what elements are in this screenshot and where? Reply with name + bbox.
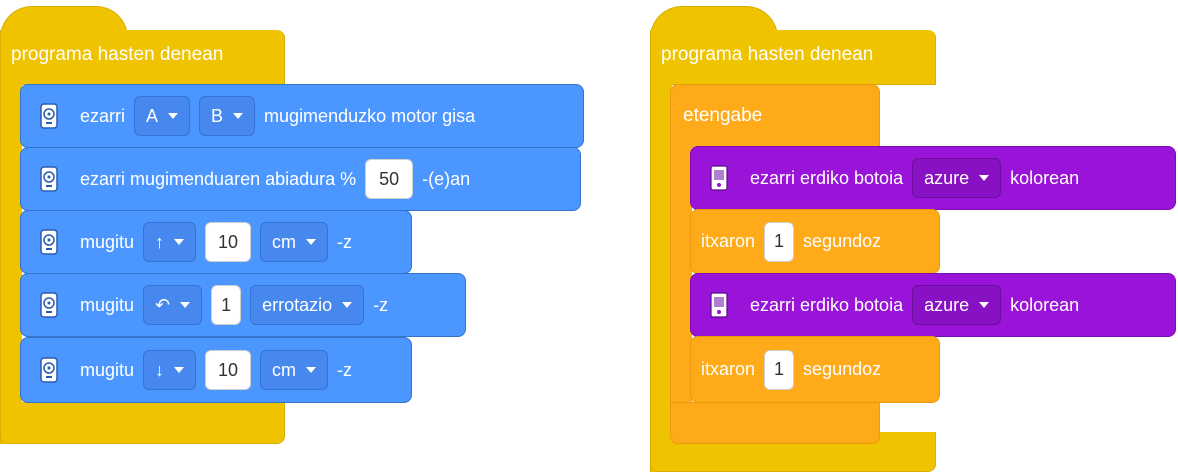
chevron-down-icon [174,367,185,373]
distance-input[interactable]: 1 [211,285,242,325]
set-center-button-light-block[interactable]: ezarri erdiko botoia azure kolorean [690,273,1176,337]
wait-block[interactable]: itxaron 1 segundoz [690,336,940,403]
chevron-down-icon [979,302,990,308]
move-block[interactable]: mugitu ↑ 10 cm -z [20,210,412,274]
block-text: -z [373,294,389,315]
block-text: ezarri [80,105,126,126]
color-dropdown[interactable]: azure [912,285,1002,325]
block-text: kolorean [1010,167,1080,188]
forever-arm [670,146,692,404]
set-center-button-light-block[interactable]: ezarri erdiko botoia azure kolorean [690,146,1176,210]
hat-stack-arm [650,84,672,472]
dropdown-value: errotazio [262,294,333,315]
dropdown-value: B [211,105,224,126]
block-text: mugitu [80,231,135,252]
block-text: mugitu [80,294,135,315]
chevron-down-icon [306,239,317,245]
block-text: mugimenduzko motor gisa [264,105,476,126]
hat-label: programa hasten denean [11,44,224,65]
chevron-down-icon [233,113,244,119]
chevron-down-icon [979,175,990,181]
block-text: itxaron [701,359,756,379]
hub-light-icon [710,165,728,191]
chevron-down-icon [306,367,317,373]
when-program-starts-block[interactable]: programa hasten denean [650,30,936,85]
seconds-input[interactable]: 1 [764,349,795,390]
block-text: mugitu [80,359,135,380]
dropdown-value: cm [272,231,297,252]
forever-bottom [670,402,880,444]
block-text: ezarri erdiko botoia [750,167,904,188]
motor-b-dropdown[interactable]: B [199,96,256,136]
rotate-left-icon: ↶ [155,294,171,315]
distance-input[interactable]: 10 [205,222,252,262]
hat-label: programa hasten denean [661,44,874,65]
block-text: -(e)an [422,168,471,189]
when-program-starts-block[interactable]: programa hasten denean [0,30,285,85]
motor-hub-icon [40,166,58,192]
dropdown-value: cm [272,359,297,380]
block-text: segundoz [803,359,882,379]
block-text: ezarri mugimenduaren abiadura % [80,168,357,189]
chevron-down-icon [342,302,353,308]
color-dropdown[interactable]: azure [912,158,1002,198]
motor-hub-icon [40,357,58,383]
direction-dropdown[interactable]: ↑ [143,222,197,262]
unit-dropdown[interactable]: cm [260,350,329,390]
motor-hub-icon [40,229,58,255]
hat-stack-bottom [0,402,285,444]
direction-dropdown[interactable]: ↶ [143,285,203,325]
unit-dropdown[interactable]: cm [260,222,329,262]
motor-a-dropdown[interactable]: A [134,96,191,136]
dropdown-value: azure [924,294,970,315]
hub-light-icon [710,292,728,318]
forever-label: etengabe [683,105,763,126]
seconds-input[interactable]: 1 [764,221,795,262]
block-text: segundoz [803,231,882,251]
block-text: ezarri erdiko botoia [750,294,904,315]
dropdown-value: azure [924,167,970,188]
chevron-down-icon [174,239,185,245]
move-block[interactable]: mugitu ↓ 10 cm -z [20,337,412,403]
motor-hub-icon [40,292,58,318]
block-text: kolorean [1010,294,1080,315]
block-text: -z [337,231,353,252]
hat-stack-arm [0,84,22,444]
chevron-down-icon [168,113,179,119]
motor-hub-icon [40,103,58,129]
speed-input[interactable]: 50 [365,159,414,199]
arrow-up-icon: ↑ [155,231,165,252]
set-movement-speed-block[interactable]: ezarri mugimenduaren abiadura % 50 -(e)a… [20,147,581,211]
forever-block[interactable]: etengabe [670,84,880,148]
block-text: itxaron [701,231,756,251]
chevron-down-icon [180,302,191,308]
move-block[interactable]: mugitu ↶ 1 errotazio -z [20,273,466,337]
arrow-down-icon: ↓ [155,359,165,380]
unit-dropdown[interactable]: errotazio [250,285,365,325]
set-movement-motors-block[interactable]: ezarri A B mugimenduzko motor gisa [20,84,584,148]
direction-dropdown[interactable]: ↓ [143,350,197,390]
wait-block[interactable]: itxaron 1 segundoz [690,209,940,274]
distance-input[interactable]: 10 [205,350,252,390]
block-text: -z [337,359,353,380]
dropdown-value: A [146,105,159,126]
